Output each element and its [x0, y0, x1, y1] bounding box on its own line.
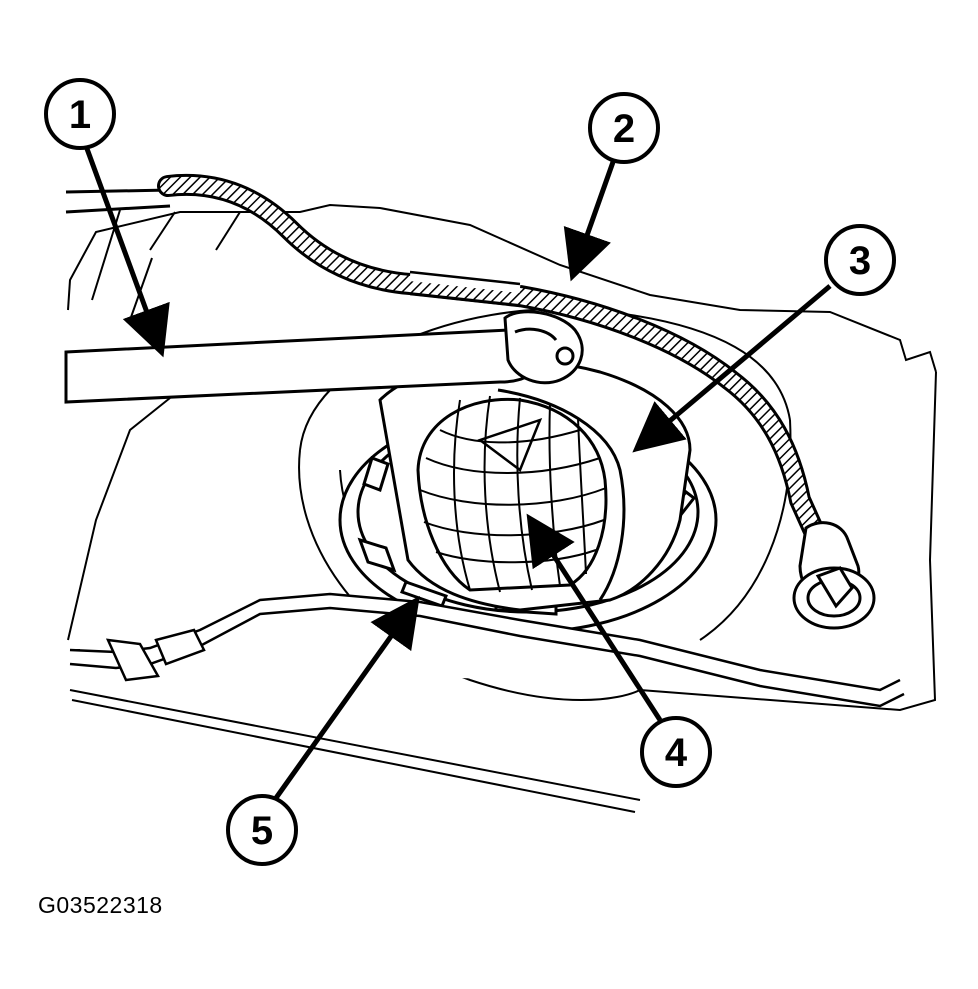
callout-3: 3 — [824, 224, 896, 296]
callout-3-label: 3 — [849, 239, 871, 283]
arrow-5 — [273, 595, 420, 800]
callout-1: 1 — [44, 78, 116, 150]
quick-connect-fitting — [503, 310, 584, 385]
callout-4-label: 4 — [665, 731, 688, 775]
fuel-tank-outline — [67, 203, 937, 813]
callout-2: 2 — [588, 92, 660, 164]
callout-1-label: 1 — [69, 93, 91, 137]
callout-5-label: 5 — [251, 809, 273, 853]
electrical-connector — [792, 521, 876, 630]
arrow-4 — [526, 513, 663, 722]
arrow-3 — [632, 284, 832, 453]
wiring-harness — [65, 174, 829, 551]
arrow-2 — [563, 161, 616, 282]
filter-dome — [416, 395, 608, 593]
callout-2-label: 2 — [613, 107, 635, 151]
arrow-1 — [83, 145, 170, 358]
leader-arrows — [83, 145, 832, 800]
callout-5: 5 — [226, 794, 298, 866]
callout-4: 4 — [640, 716, 712, 788]
figure-id-label: G03522318 — [38, 892, 163, 918]
